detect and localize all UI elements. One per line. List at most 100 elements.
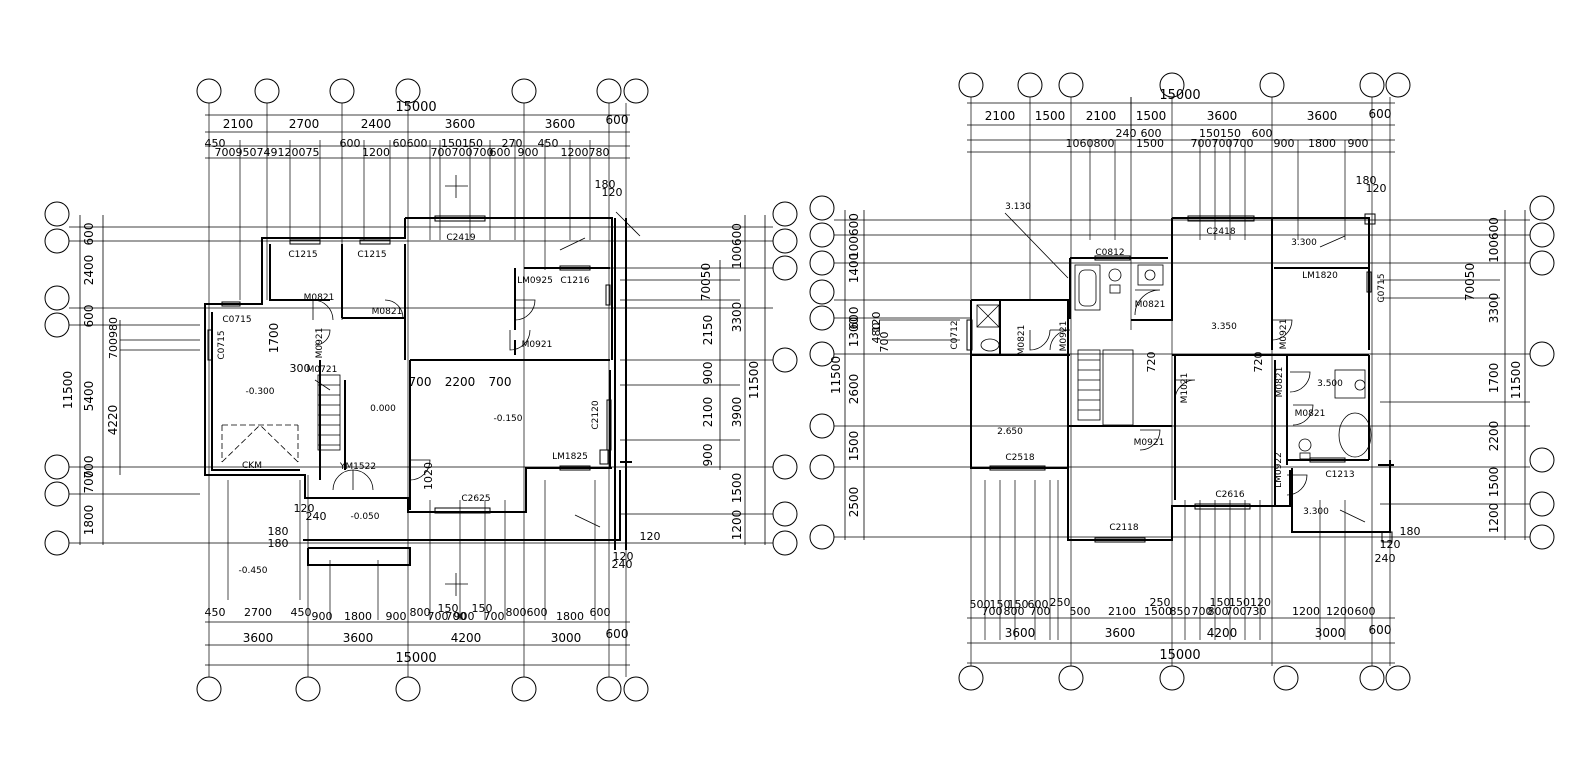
left-right-inner-2: 900: [701, 362, 715, 385]
right-top-dim3-0: 1060800: [1066, 137, 1115, 150]
left-room-label-3: M0821: [304, 293, 335, 303]
right-bottom-dim-7: 150120: [1229, 596, 1271, 609]
right-bottom-dim2-8: 800: [1208, 605, 1229, 618]
left-horizontal-grid: [69, 226, 773, 544]
left-elevation-2: -0.150: [493, 414, 522, 424]
left-bottom-dim-9: 700: [428, 610, 449, 623]
left-bottom-dim-3: 900: [312, 610, 333, 623]
left-bottom-dim-5: 900: [386, 610, 407, 623]
left-bottom-dim-12: 700: [484, 610, 505, 623]
left-inner-dim-2: 700: [489, 375, 512, 389]
right-bottom-dim2-5: 1500: [1144, 605, 1172, 618]
right-elevation-3: 2.650: [997, 427, 1023, 437]
left-left-dim-7: 1800: [82, 505, 96, 536]
right-left-misc-0: 120: [870, 312, 883, 333]
left-bottom-dim-15: 1800: [556, 610, 584, 623]
right-stairs: [1077, 349, 1134, 426]
right-top-dim3-1: 1500: [1136, 137, 1164, 150]
right-bottom-dim2-4: 2100: [1108, 605, 1136, 618]
right-bottom-dim3-0: 3600: [1005, 626, 1036, 640]
left-inner-dim-4: 300: [290, 362, 311, 375]
left-right-inner-3: 2100: [701, 397, 715, 428]
left-top-dim2-0: 450: [205, 137, 226, 150]
right-right-dim-3: 2200: [1487, 421, 1501, 452]
left-bottom-total-dim: 15000: [395, 651, 436, 666]
right-bottom-dim2-10: 730: [1246, 605, 1267, 618]
right-bottom-total-dim: 15000: [1159, 648, 1200, 663]
left-bottom-misc-0: 120: [294, 502, 315, 515]
right-room-label-13: LM0922: [1274, 452, 1284, 488]
right-room-label-2: C0712: [950, 320, 960, 349]
left-elevation-4: -0.450: [238, 566, 267, 576]
right-left-dim-6: 2500: [847, 487, 861, 518]
left-right-dim-1: 3300: [730, 302, 744, 333]
right-bottom-dim-4: 250: [1050, 596, 1071, 609]
right-left-dim-4: 2600: [847, 374, 861, 405]
right-windows: [966, 213, 1393, 543]
left-left-dim-6: 700: [82, 471, 96, 494]
left-top-dim2-4: 60600: [393, 137, 428, 150]
left-bottom-dim-1: 2700: [244, 606, 272, 619]
left-bottom-dim-13: 800: [506, 606, 527, 619]
left-room-label-8: C0715: [217, 330, 227, 359]
left-top-dim3-2: 900: [518, 146, 539, 159]
left-elevation-3: -0.050: [350, 512, 379, 522]
right-left-dim-3: 1300: [847, 317, 861, 348]
left-bottom-dim2-1: 3600: [343, 631, 374, 645]
left-top-dim-0: 2100: [223, 117, 254, 131]
left-top-misc-0: 180: [595, 178, 616, 191]
left-room-label-2: C2419: [446, 233, 475, 243]
right-plan: [809, 72, 1555, 691]
right-right-dim-0: 100600: [1487, 217, 1501, 263]
left-right-dim-3: 3900: [730, 397, 744, 428]
left-bottom-dim-0: 450: [205, 606, 226, 619]
right-bottom-dim2-0: 700: [982, 605, 1003, 618]
right-bottom-dim3-1: 3600: [1105, 626, 1136, 640]
left-elevation-0: -0.300: [245, 387, 274, 397]
right-top-misc-1: 120: [1366, 182, 1387, 195]
left-top-dim2-7: 450: [538, 137, 559, 150]
right-bottom-dim3-2: 4200: [1207, 626, 1238, 640]
left-top-dim-2: 2400: [361, 117, 392, 131]
left-left-misc-0: 700980: [107, 317, 120, 359]
right-top-misc-0: 180: [1356, 174, 1377, 187]
right-room-label-11: M1021: [1180, 373, 1190, 404]
left-top-dim2-3: 1200: [362, 146, 390, 159]
right-top-dim2-0: 240: [1116, 127, 1137, 140]
left-inner-dim-3: 1020: [422, 462, 435, 490]
left-bottom-misc-4: 240: [612, 558, 633, 571]
left-top-dim-5: 600: [606, 113, 629, 127]
right-top-dim-4: 3600: [1207, 109, 1238, 123]
right-bottom-dim2-9: 700: [1226, 605, 1247, 618]
left-right-dim-2: 11500: [747, 361, 761, 399]
right-marks: [1004, 97, 1366, 523]
right-top-dim-6: 600: [1369, 107, 1392, 121]
right-top-dim-0: 2100: [985, 109, 1016, 123]
left-bottom-dim-6: 800: [410, 606, 431, 619]
left-right-inner-4: 900: [701, 444, 715, 467]
right-left-dim-5: 1500: [847, 431, 861, 462]
left-bottom-misc-2: 180: [268, 525, 289, 538]
left-right-inner-1: 2150: [701, 315, 715, 346]
left-dimension-lines: [79, 114, 766, 666]
right-bottom-dim2-11: 1200: [1292, 605, 1320, 618]
right-bottom-dim2-2: 700: [1030, 605, 1051, 618]
left-bottom-dim2-2: 4200: [451, 631, 482, 645]
left-bottom-dim-11: 900: [454, 610, 475, 623]
right-right-dim-1: 3300: [1487, 293, 1501, 324]
right-fixtures: [976, 264, 1372, 460]
left-walls: [204, 217, 632, 566]
left-right-axis-bubbles: [772, 201, 798, 556]
right-top-dim3-3: 900: [1274, 137, 1295, 150]
right-room-label-14: C1213: [1325, 470, 1354, 480]
left-bottom-misc-3: 120: [613, 550, 634, 563]
right-right-dim-2: 1700: [1487, 363, 1501, 394]
right-left-dim-0: 100600: [847, 213, 861, 259]
right-dimension-lines: [844, 102, 1526, 664]
right-bottom-dim2-1: 800: [1004, 605, 1025, 618]
left-bottom-dim-4: 1800: [344, 610, 372, 623]
right-bottom-dim-1: 150: [990, 598, 1011, 611]
left-room-label-9: M0921: [522, 340, 553, 350]
left-bottom-dim-10: 700: [446, 610, 467, 623]
right-room-label-0: 3.130: [1005, 202, 1031, 212]
